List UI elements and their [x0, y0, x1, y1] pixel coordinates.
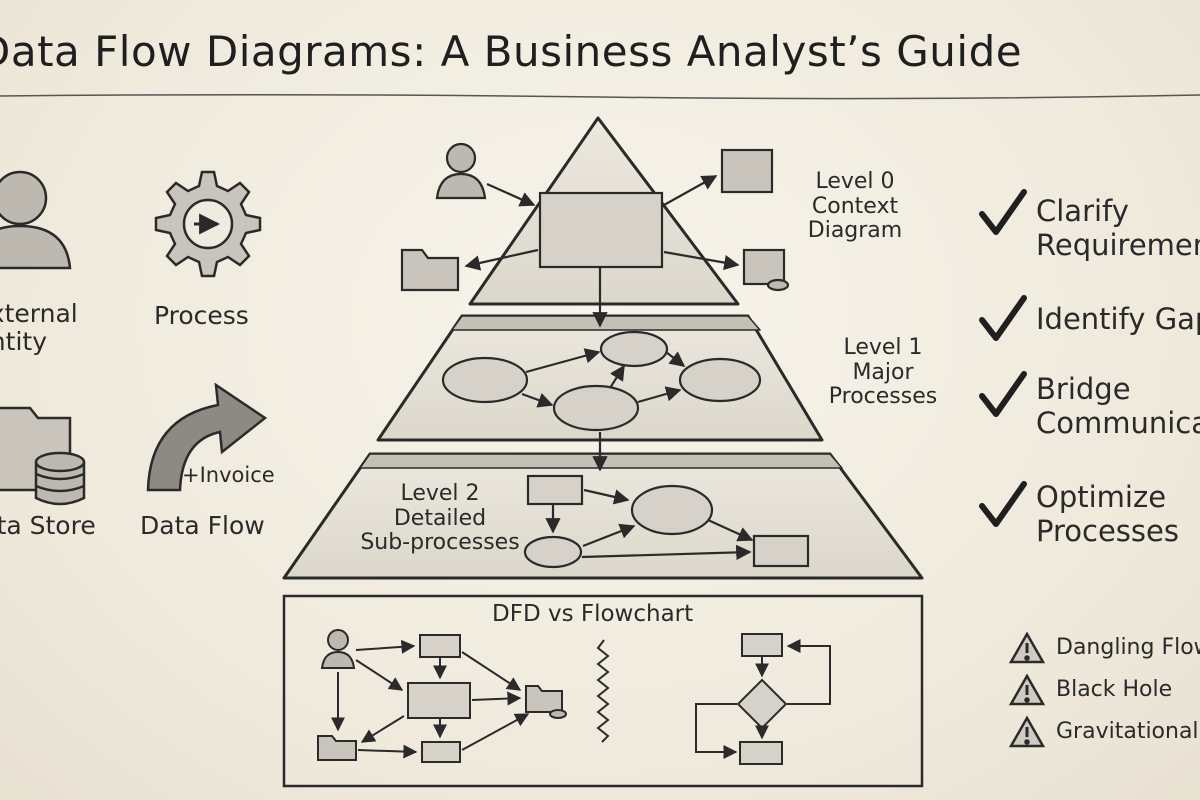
level0-line1: Level 0	[815, 169, 895, 194]
warning-icon	[1008, 631, 1046, 664]
legend-label-data-flow: Data Flow	[140, 511, 265, 540]
legend-external-line2: Entity	[0, 327, 47, 356]
level0-diagram	[400, 142, 790, 328]
level0-line3: Diagram	[807, 218, 903, 244]
comparison-panel	[282, 594, 924, 788]
checkmark-icon	[979, 481, 1027, 527]
database-icon	[34, 451, 86, 506]
dfd-process-box	[407, 682, 471, 719]
curved-arrow-icon	[146, 382, 268, 492]
folder-icon	[317, 735, 357, 761]
legend-label-data-store: Data Store	[0, 511, 96, 540]
level1-line3: Processes	[828, 384, 938, 410]
benefit-4-line1: Optimize	[1036, 480, 1167, 514]
level1-label: Level 1 Major Processes	[818, 335, 948, 410]
subprocess-bubble	[523, 535, 583, 569]
process-bubble	[599, 330, 669, 368]
gear-icon	[154, 170, 262, 278]
person-icon	[320, 629, 356, 669]
benefit-3-line2: Communication	[1036, 406, 1200, 441]
database-icon	[766, 278, 790, 292]
folder-icon	[400, 248, 460, 292]
dfd-example	[317, 629, 567, 763]
legend-label-process: Process	[154, 301, 249, 330]
checkmark-icon	[979, 371, 1027, 417]
level2-diagram	[523, 474, 810, 569]
flowchart-decision	[736, 678, 788, 730]
level0-line2: Context	[811, 193, 899, 219]
benefit-checkmarks	[979, 189, 1027, 527]
benefit-clarify: Clarify Requirements	[1036, 194, 1200, 262]
subprocess-bubble	[630, 484, 714, 536]
database-icon	[549, 709, 567, 719]
benefit-1-line1: Clarify	[1036, 194, 1129, 228]
process-bubble	[441, 356, 529, 404]
benefit-optimize: Optimize Processes	[1036, 480, 1179, 548]
level1-line2: Major	[852, 359, 914, 385]
pitfall-warnings	[1008, 631, 1046, 748]
benefit-bridge: Bridge Communication	[1036, 372, 1200, 440]
pitfall-dangling: Dangling Flows	[1056, 635, 1200, 660]
pyramid	[282, 116, 924, 580]
subprocess-box	[752, 534, 810, 568]
person-icon	[435, 142, 487, 200]
warning-icon	[1008, 715, 1046, 748]
benefit-1-line2: Requirements	[1036, 228, 1200, 263]
process-bubble	[552, 384, 640, 432]
warning-icon	[1008, 673, 1046, 706]
dfd-box	[419, 634, 461, 658]
process-bubble	[678, 357, 762, 403]
level0-label: Level 0 Context Diagram	[800, 169, 910, 244]
page-title: Data Flow Diagrams: A Business Analyst’s…	[0, 27, 1023, 76]
folder-icon	[525, 685, 563, 713]
pitfall-black-hole: Black Hole	[1056, 677, 1173, 702]
level1-diagram	[441, 330, 762, 472]
level2-label: Level 2 Detailed Sub-processes	[350, 481, 530, 556]
checkmark-icon	[979, 189, 1027, 235]
flow-label-invoice: +Invoice	[182, 463, 275, 487]
level2-line3: Sub-processes	[360, 530, 520, 556]
benefit-3-line1: Bridge	[1036, 372, 1131, 406]
subprocess-box	[526, 474, 584, 506]
divider-squiggle	[596, 639, 610, 743]
benefit-4-line2: Processes	[1036, 514, 1179, 549]
checkmark-icon	[979, 295, 1027, 341]
folder-icon	[720, 148, 774, 194]
person-icon	[0, 170, 72, 270]
level2-line2: Detailed	[393, 505, 487, 531]
level2-line1: Level 2	[400, 481, 480, 506]
legend-external-line1: External	[0, 299, 78, 328]
benefit-2-line1: Identify Gaps	[1036, 302, 1200, 336]
flowchart-example	[695, 633, 831, 765]
flowchart-step	[739, 741, 783, 765]
dfd-box	[421, 741, 461, 763]
flowchart-step	[741, 633, 783, 657]
legend-label-external-entity: External Entity	[0, 300, 78, 356]
level1-line1: Level 1	[843, 335, 923, 360]
folder-icon	[742, 248, 786, 286]
pitfall-gravitational: Gravitational	[1056, 719, 1199, 744]
title-underline	[0, 93, 1200, 100]
context-process-box	[538, 191, 664, 269]
comparison-title: DFD vs Flowchart	[492, 601, 694, 627]
benefit-identify: Identify Gaps	[1036, 302, 1200, 336]
